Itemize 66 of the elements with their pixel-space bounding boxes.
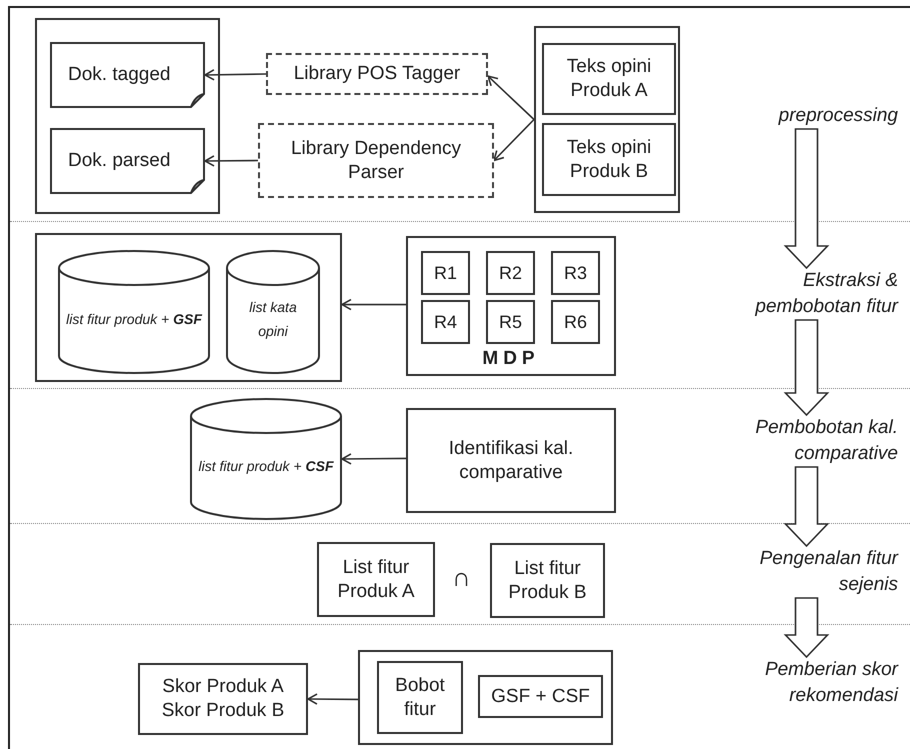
database-cylinder: [190, 398, 342, 520]
box-text: R2: [498, 262, 522, 284]
box-text: Library Dependency Parser: [290, 136, 462, 184]
box-text: R3: [564, 262, 587, 284]
box-text: list fitur produk + CSF: [198, 457, 334, 476]
block-arrow: [784, 466, 830, 548]
stage-label: Pemberian skor rekomendasi: [715, 657, 898, 709]
box-text: Teks opini Produk B: [566, 136, 652, 184]
stage-label: preprocessing: [715, 103, 898, 129]
process-box: [377, 661, 463, 734]
box-text: R6: [564, 310, 587, 334]
process-box: [421, 300, 470, 344]
group-box: [35, 18, 220, 214]
box-text: R5: [498, 310, 522, 334]
document-shape: [50, 128, 205, 194]
block-arrow: [784, 319, 830, 416]
stage-label: Ekstraksi & pembobotan fitur: [715, 268, 898, 320]
block-arrow: [784, 128, 830, 270]
rule-group-box: [406, 236, 616, 376]
arrow: [493, 118, 535, 162]
process-box: [317, 542, 435, 617]
box-text: Library POS Tagger: [294, 62, 460, 86]
stage-label: Pengenalan fitur sejenis: [715, 546, 898, 598]
process-box: [542, 43, 676, 115]
group-box: [35, 233, 342, 382]
arrow: [204, 69, 266, 81]
library-box: [258, 123, 494, 198]
box-text: Dok. tagged: [68, 64, 170, 86]
process-box: [421, 251, 470, 295]
box-text: list fitur produk + GSF: [66, 310, 202, 330]
box-text: list kata opini: [248, 298, 298, 341]
box-text: Teks opini Produk A: [566, 55, 652, 103]
group-box: [534, 26, 680, 213]
box-text: R1: [434, 262, 457, 284]
box-text: List fitur Produk B: [507, 556, 588, 604]
process-box: [478, 675, 603, 718]
document-shape: [50, 42, 205, 108]
arrow: [487, 75, 535, 120]
process-box: [551, 300, 600, 344]
box-text: Dok. parsed: [68, 150, 170, 172]
stage-label: Pembobotan kal. comparative: [715, 415, 898, 467]
box-text: R4: [434, 310, 457, 334]
box-text: Skor Produk B: [162, 699, 284, 723]
arrow: [307, 693, 358, 705]
arrow: [341, 453, 406, 465]
group-title: MDP: [481, 348, 541, 370]
box-text: GSF + CSF: [491, 684, 590, 708]
process-box: [486, 300, 535, 344]
process-box: [551, 251, 600, 295]
block-arrow: [784, 597, 830, 658]
box-text: Skor Produk A: [162, 675, 284, 699]
arrow: [341, 298, 406, 310]
database-cylinder: [58, 250, 210, 374]
process-box: [490, 543, 605, 618]
library-box: [266, 53, 488, 95]
box-text: List fitur Produk A: [336, 556, 416, 604]
process-box: [138, 663, 308, 735]
intersection-symbol: ∩: [452, 562, 471, 593]
group-box: [358, 650, 613, 745]
process-box: [486, 251, 535, 295]
arrow: [204, 155, 258, 167]
process-box: [406, 408, 616, 513]
process-box: [542, 123, 676, 196]
box-text: Bobot fitur: [394, 674, 446, 722]
database-cylinder: [226, 250, 320, 374]
box-text: Identifikasi kal. comparative: [448, 436, 574, 484]
